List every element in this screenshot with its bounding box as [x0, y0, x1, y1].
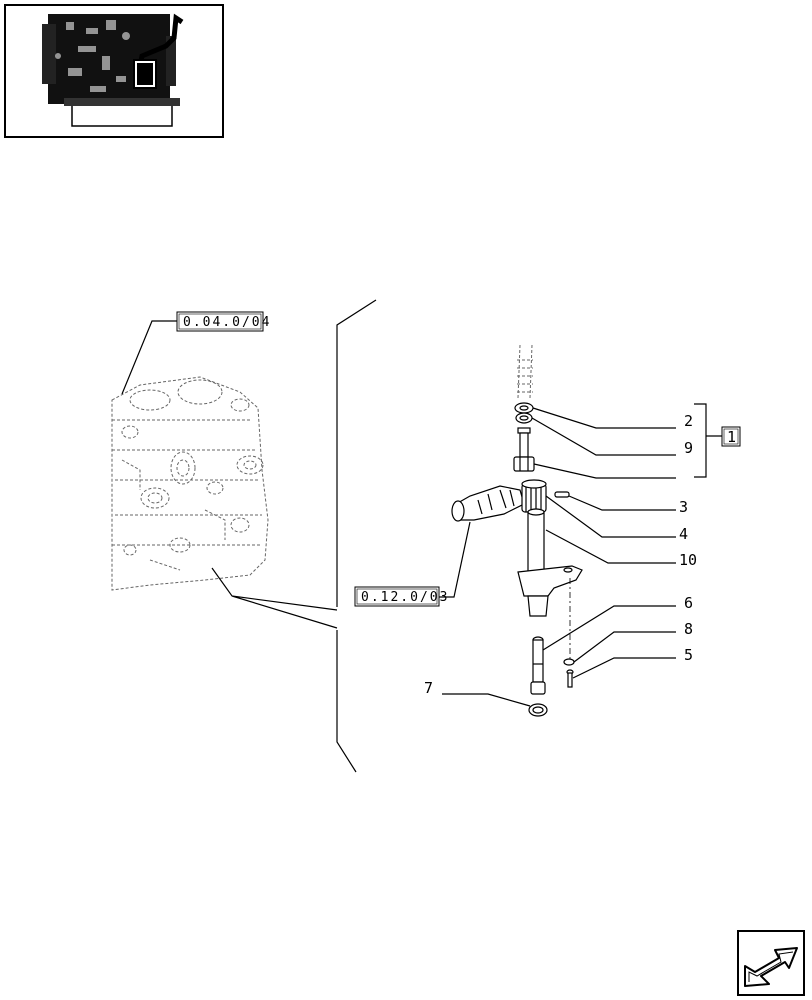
callout-6: 6: [684, 594, 693, 612]
crankcase-ref-label: 0.04.0/04: [183, 315, 271, 330]
leader-lines: [442, 407, 676, 707]
drive-housing: [517, 508, 583, 617]
washer-part: [514, 402, 534, 424]
camshaft-ref-label: 0.12.0/03: [361, 590, 449, 605]
washer-screw: [563, 658, 575, 688]
camshaft-part: [451, 485, 525, 522]
engine-thumbnail-icon: [42, 13, 184, 127]
pin-part: [554, 491, 570, 498]
next-page-button[interactable]: [737, 930, 805, 996]
fuel-pipe: [517, 344, 533, 399]
callout-2: 2: [684, 412, 693, 430]
callout-7: 7: [424, 679, 433, 697]
callout-9: 9: [684, 439, 693, 457]
callout-5: 5: [684, 646, 693, 664]
crankcase-leader: [211, 567, 338, 629]
callout-3: 3: [679, 498, 688, 516]
crankcase-ref-callout[interactable]: 0.04.0/04: [121, 311, 271, 395]
next-page-arrow-icon: [744, 947, 798, 987]
callout-numbers: 2 9 3 4 10 6 8 5 7: [424, 412, 697, 697]
callout-10: 10: [679, 551, 697, 569]
separator-line: [336, 299, 377, 773]
engine-thumbnail: [4, 4, 224, 138]
kit-ref-label: 1: [727, 428, 736, 446]
camshaft-ref-callout[interactable]: 0.12.0/03: [354, 521, 471, 607]
fitting-stud: [513, 427, 535, 472]
seal-ring: [528, 703, 548, 717]
callout-8: 8: [684, 620, 693, 638]
callout-4: 4: [679, 525, 688, 543]
drive-shaft: [530, 636, 546, 695]
kit-bracket[interactable]: 1: [694, 403, 741, 478]
crankcase-outline: [111, 376, 269, 591]
drive-gear: [521, 479, 547, 513]
